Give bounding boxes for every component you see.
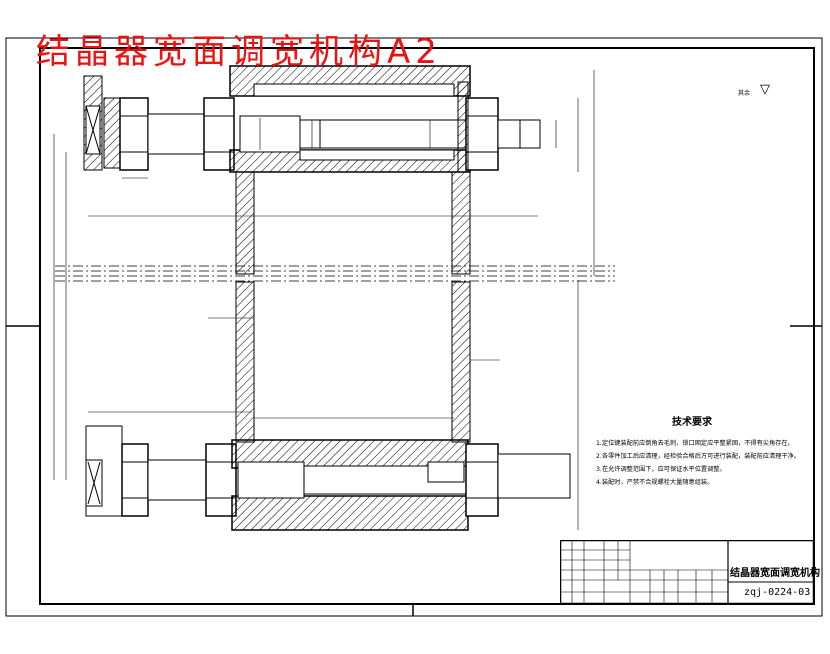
break-lines [55,265,615,282]
requirement-item: 1.定位键装配前应倒角去毛刺，锁口固定应平整紧固，不得有尖角存在。 [596,440,794,447]
upper-assembly [83,65,541,275]
lower-assembly [85,281,571,531]
title-block [560,540,814,604]
dimension-lines [53,70,595,530]
requirement-item: 2.各零件加工后应清理，经检验合格后方可进行装配，装配前应清理干净。 [596,453,800,460]
technical-requirements-heading: 技术要求 [672,417,712,428]
requirement-item: 3.在允许调整范围下，应可保证水平位置调整。 [596,466,726,473]
title-block-drawing-code: zqj-0224-03 [744,587,811,598]
title-block-drawing-name: 结晶器宽面调宽机构 [730,568,820,579]
requirement-item: 4.装配时，严禁不合规螺栓大量随意组装。 [596,479,714,486]
roughness-note: 其余 [738,90,751,97]
roughness-symbol: ▽ [760,82,770,97]
drawing-title-overlay: 结晶器宽面调宽机构A2 [36,32,442,72]
technical-requirements-list: 1.定位键装配前应倒角去毛刺，锁口固定应平整紧固，不得有尖角存在。 2.各零件加… [596,437,806,489]
outer-frame [5,37,823,617]
